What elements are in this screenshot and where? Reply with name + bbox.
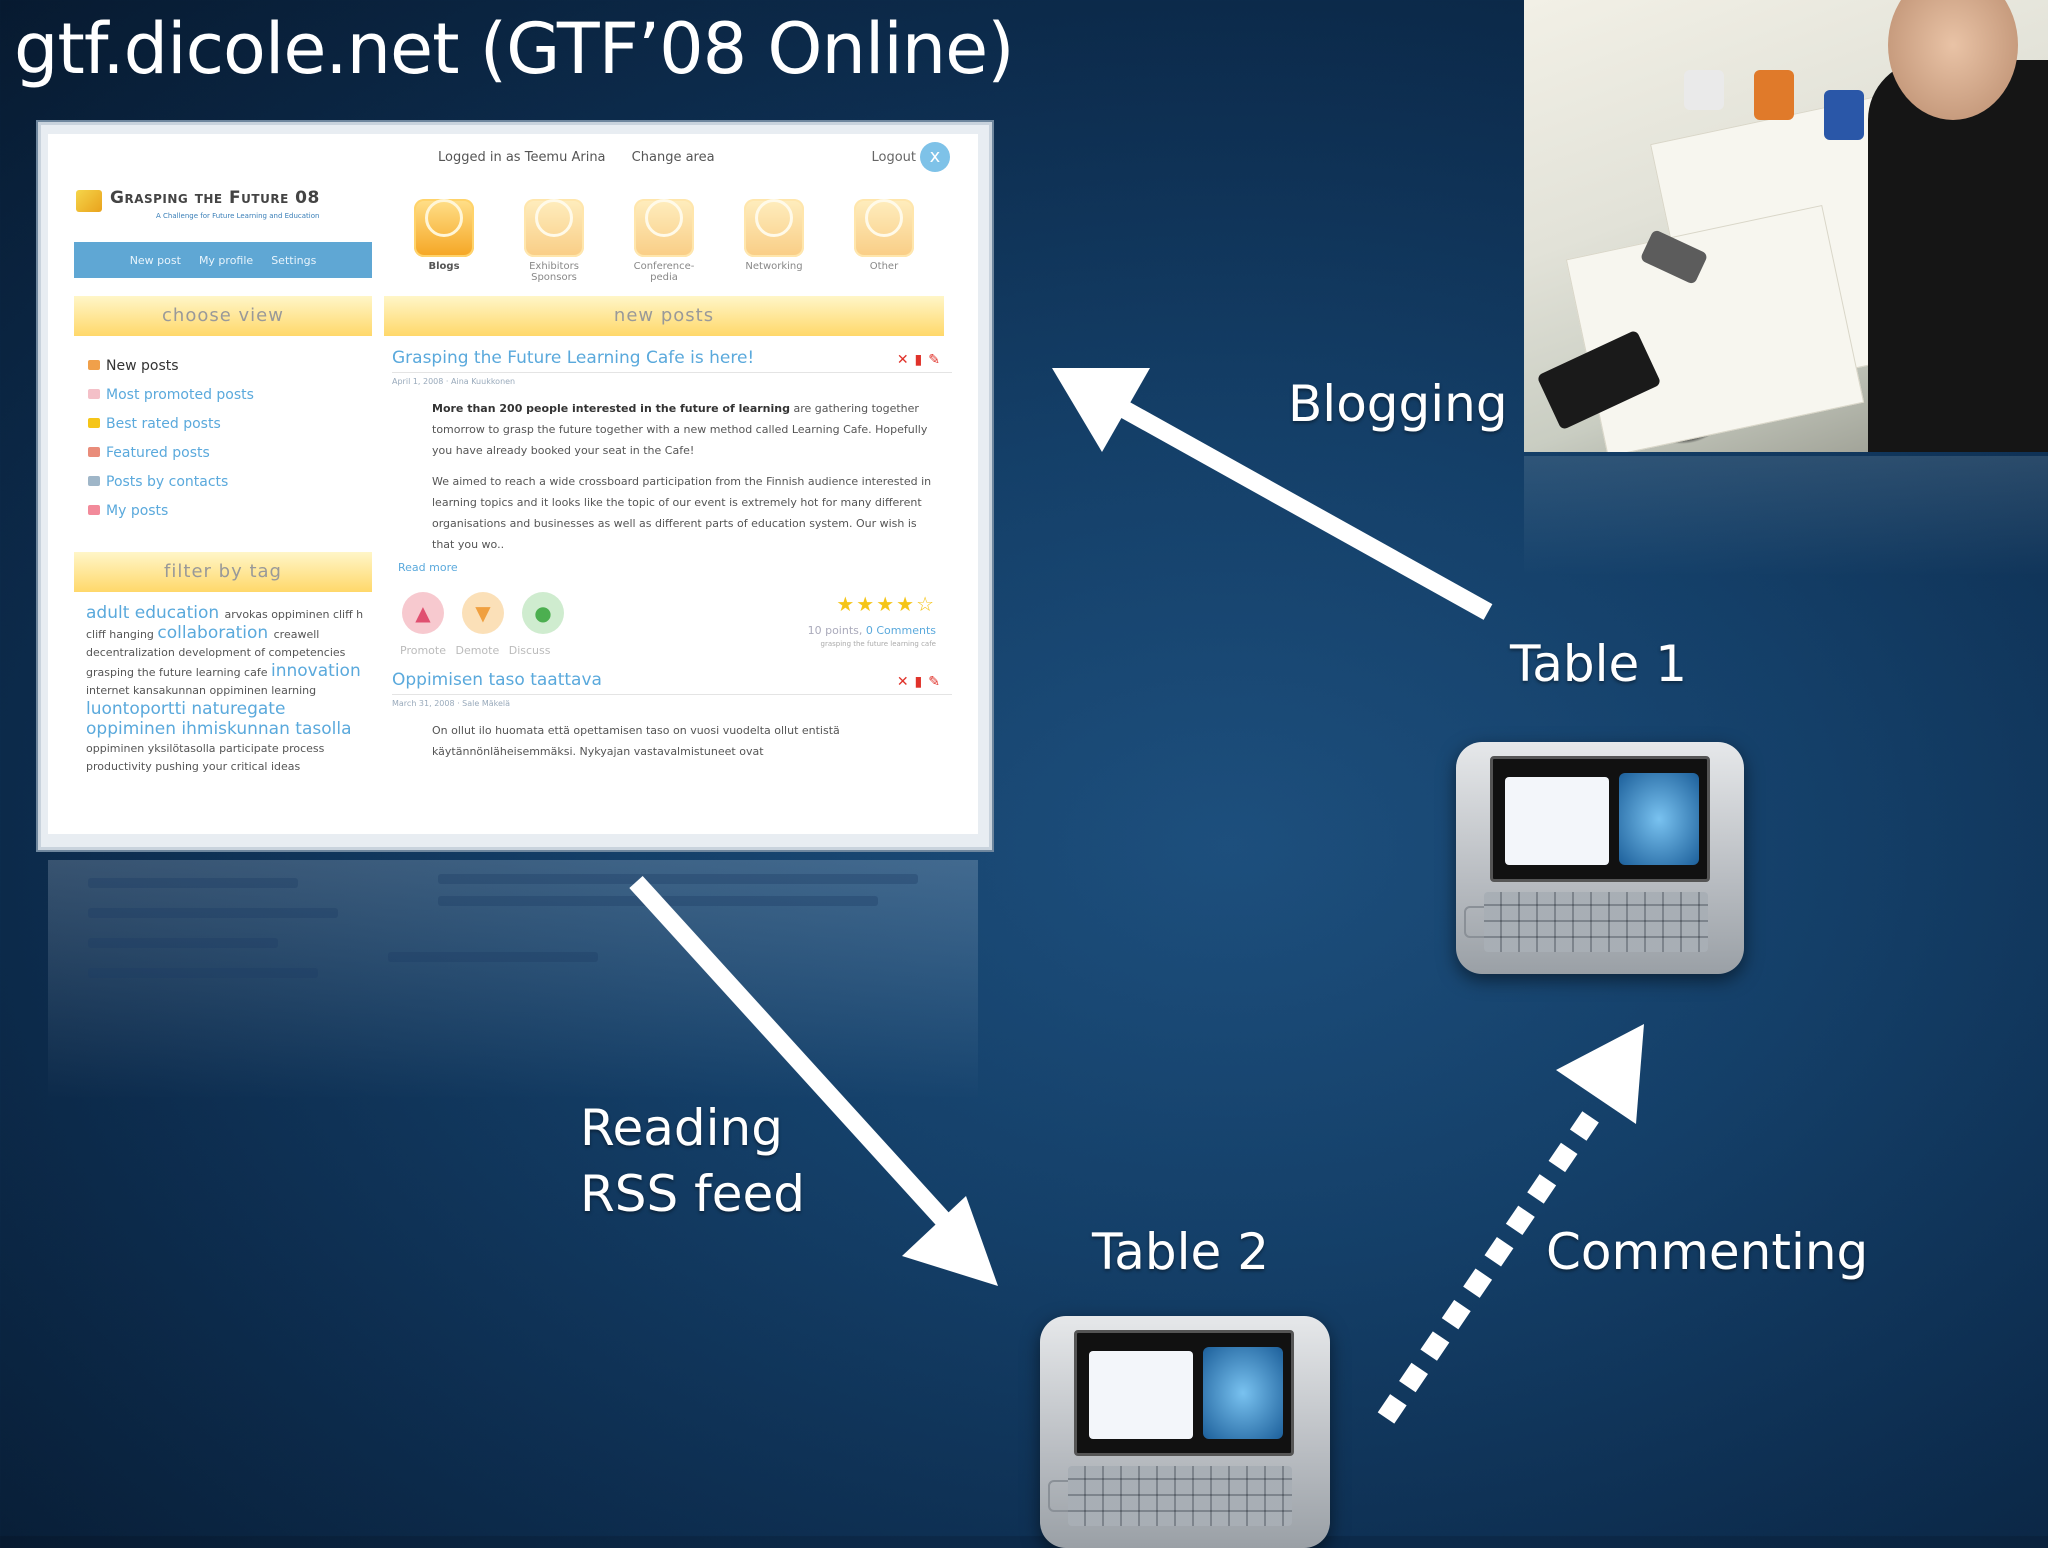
tag-link[interactable]: pushing your critical ideas [155, 760, 301, 773]
read-more-link[interactable]: Read more [398, 561, 458, 574]
tag-link[interactable]: participate [219, 742, 283, 755]
screenshot-reflection [48, 860, 978, 1100]
tag-link[interactable]: luontoportti [86, 699, 192, 719]
tag-cloud: adult education arvokas oppiminen cliff … [86, 604, 376, 776]
demote-icon[interactable]: ▼ [462, 592, 504, 634]
tag-link[interactable]: decentralization [86, 646, 179, 659]
nav-new-post[interactable]: New post [129, 253, 181, 267]
tag-link[interactable]: oppiminen yksilötasolla [86, 742, 220, 755]
tag-link[interactable]: internet [86, 684, 133, 697]
choose-view-heading: choose view [74, 296, 372, 336]
tag-link[interactable]: grasping the future learning cafe [86, 666, 271, 679]
discuss-icon[interactable]: ● [522, 592, 564, 634]
table-1-label: Table 1 [1510, 635, 1688, 693]
post-title[interactable]: Grasping the Future Learning Cafe is her… [392, 348, 952, 373]
post-body: More than 200 people interested in the f… [432, 402, 928, 457]
device-screen-2 [1074, 1330, 1294, 1456]
filter-by-tag-heading: filter by tag [74, 552, 372, 592]
app-conferencepedia[interactable]: Conference-pedia [628, 186, 700, 283]
post-tags: grasping the future learning cafe [820, 640, 937, 648]
view-best-rated[interactable]: Best rated posts [88, 410, 254, 439]
logout-link[interactable]: Logout [871, 150, 916, 165]
post-meta: April 1, 2008 · Aina Kuukkonen [392, 377, 516, 386]
commenting-arrow [1377, 1024, 1644, 1424]
keyboard-icon-2 [1068, 1466, 1292, 1526]
other-icon [854, 199, 914, 257]
post-action-icons-2[interactable]: ✕▮✎ [896, 674, 946, 690]
view-my-posts[interactable]: My posts [88, 497, 254, 526]
post-title-2[interactable]: Oppimisen taso taattava ✕▮✎ [392, 670, 952, 695]
post-body-2: We aimed to reach a wide crossboard part… [432, 475, 932, 551]
tag-link[interactable]: learning [271, 684, 317, 697]
blogging-label: Blogging [1288, 375, 1508, 433]
app-networking[interactable]: Networking [738, 186, 810, 283]
book-icon [634, 199, 694, 257]
device-screen [1490, 756, 1710, 882]
tag-link[interactable]: process [282, 742, 325, 755]
rating-stars[interactable]: ★★★★☆ [836, 592, 936, 616]
post-meta-2: March 31, 2008 · Sale Mäkelä [392, 699, 511, 708]
nav-settings[interactable]: Settings [271, 253, 317, 267]
logged-in-text: Logged in as Teemu Arina [438, 150, 606, 165]
table-2-label: Table 2 [1092, 1223, 1270, 1281]
table-photo [1524, 0, 2048, 452]
photo-reflection [1524, 456, 2048, 576]
gear-icon [524, 199, 584, 257]
vote-row: ▲ ▼ ● Promote Demote Discuss ★★★★☆ 10 po… [392, 592, 952, 666]
view-featured[interactable]: Featured posts [88, 439, 254, 468]
blogging-arrow [1052, 368, 1493, 620]
app-exhibitors[interactable]: Exhibitors Sponsors [518, 186, 590, 283]
tag-link[interactable]: naturegate [191, 699, 286, 719]
tag-link[interactable]: oppiminen ihmiskunnan tasolla [86, 719, 352, 739]
tag-link[interactable]: arvokas oppiminen [224, 608, 333, 621]
tag-link[interactable]: cliff hanging [86, 628, 158, 641]
post-action-icons[interactable]: ✕▮✎ [896, 352, 946, 368]
tag-link[interactable]: innovation [271, 661, 361, 681]
tag-link[interactable]: collaboration [157, 623, 274, 643]
tag-link[interactable]: cliff h [332, 608, 364, 621]
view-contacts[interactable]: Posts by contacts [88, 468, 254, 497]
website-screenshot: Logged in as Teemu Arina Change area Log… [48, 134, 978, 834]
tag-link[interactable]: kansakunnan oppiminen [133, 684, 272, 697]
app-blogs[interactable]: Blogs [408, 186, 480, 283]
view-new-posts[interactable]: New posts [88, 352, 254, 381]
keyboard-icon [1484, 892, 1708, 952]
close-icon[interactable]: x [920, 142, 950, 172]
nav-my-profile[interactable]: My profile [198, 253, 254, 267]
promote-icon[interactable]: ▲ [402, 592, 444, 634]
tag-link[interactable]: adult education [86, 603, 225, 623]
reading-rss-arrow [629, 875, 998, 1286]
network-icon [744, 199, 804, 257]
posts-column: Grasping the Future Learning Cafe is her… [392, 348, 952, 762]
app-icon-row: Blogs Exhibitors Sponsors Conference-ped… [408, 186, 920, 283]
change-area-link[interactable]: Change area [631, 150, 715, 165]
vote-labels: Promote Demote Discuss [400, 644, 551, 657]
logo-subtitle: A Challenge for Future Learning and Educ… [156, 212, 320, 220]
bulb-icon [414, 199, 474, 257]
points-text: 10 points, 0 Comments [807, 624, 936, 637]
tag-link[interactable]: productivity [86, 760, 156, 773]
table-1-device [1456, 742, 1744, 974]
site-nav-bar: New post My profile Settings [74, 242, 372, 278]
reading-label-1: Reading [580, 1099, 783, 1157]
slide-title: gtf.dicole.net (GTF’08 Online) [14, 8, 1015, 90]
reading-label-2: RSS feed [580, 1165, 805, 1223]
tag-link[interactable]: creawell [273, 628, 320, 641]
commenting-label: Commenting [1546, 1223, 1869, 1281]
site-topbar: Logged in as Teemu Arina Change area [438, 150, 737, 165]
logo-icon [76, 190, 102, 212]
comments-link[interactable]: 0 Comments [865, 624, 936, 637]
post-body-3: On ollut ilo huomata että opettamisen ta… [432, 724, 840, 758]
tag-link[interactable]: development of competencies [178, 646, 346, 659]
logo-title: Grasping the Future 08 [110, 188, 320, 208]
new-posts-heading: new posts [384, 296, 944, 336]
app-other[interactable]: Other [848, 186, 920, 283]
table-2-device [1040, 1316, 1330, 1548]
choose-view-list: New posts Most promoted posts Best rated… [88, 352, 254, 526]
view-most-promoted[interactable]: Most promoted posts [88, 381, 254, 410]
